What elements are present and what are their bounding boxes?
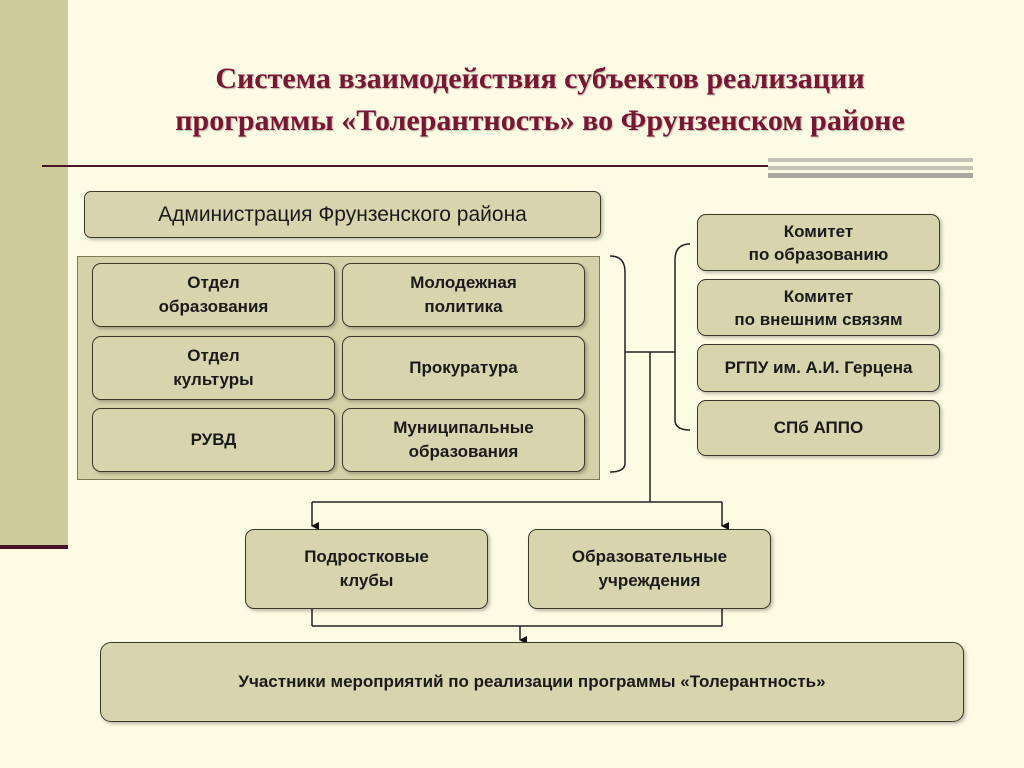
- side-decor-bar: [0, 0, 68, 546]
- target-teen-clubs-box: Подростковые клубы: [245, 529, 488, 609]
- partner-spb-appo-box: СПб АППО: [697, 400, 940, 456]
- participants-box: Участники мероприятий по реализации прог…: [100, 642, 964, 722]
- title-line-2: программы «Толерантность» во Фрунзенском…: [175, 104, 905, 137]
- right-brace: [674, 243, 691, 431]
- title-underline-accent: [768, 158, 973, 178]
- partner-herzen-university-box: РГПУ им. А.И. Герцена: [697, 344, 940, 392]
- partner-education-committee-box: Комитет по образованию: [697, 214, 940, 271]
- dept-prosecutor-box: Прокуратура: [342, 336, 585, 400]
- dept-police-box: РУВД: [92, 408, 335, 472]
- title-line-1: Система взаимодействия субъектов реализа…: [215, 62, 865, 95]
- dept-municipal-box: Муниципальные образования: [342, 408, 585, 472]
- target-educational-institutions-box: Образовательные учреждения: [528, 529, 771, 609]
- dept-culture-box: Отдел культуры: [92, 336, 335, 400]
- side-decor-line: [0, 545, 68, 549]
- title-underline: [42, 165, 970, 167]
- administration-box: Администрация Фрунзенского района: [84, 191, 601, 238]
- partner-external-relations-box: Комитет по внешним связям: [697, 279, 940, 336]
- dept-education-box: Отдел образования: [92, 263, 335, 327]
- slide-title: Система взаимодействия субъектов реализа…: [100, 58, 980, 142]
- left-brace: [609, 255, 626, 473]
- dept-youth-policy-box: Молодежная политика: [342, 263, 585, 327]
